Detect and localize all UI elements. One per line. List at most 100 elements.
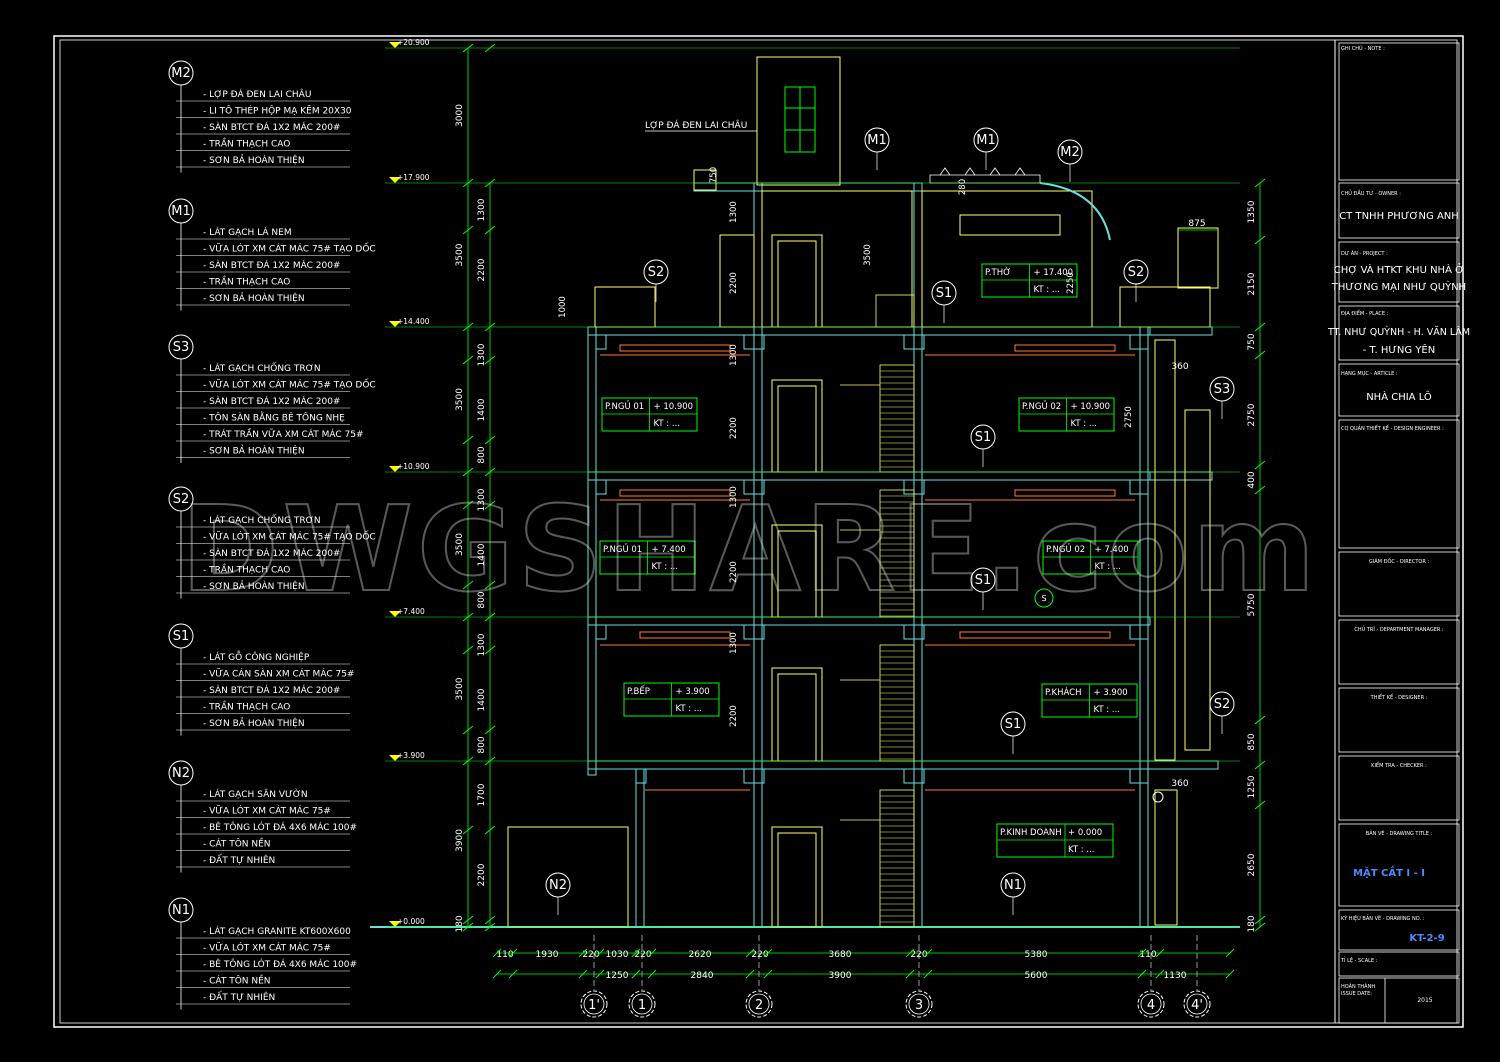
- room-area: KT : ...: [652, 562, 678, 572]
- room-level: + 10.900: [1071, 402, 1111, 412]
- title-block: GHI CHÚ - NOTE :CHỦ ĐẦU TƯ - OWNER :CT T…: [1327, 40, 1470, 1024]
- left-dim-inner: 2200: [477, 258, 487, 281]
- drawing-title-label: BẢN VẼ - DRAWING TITLE :: [1366, 829, 1433, 837]
- level-mark: +7.400: [397, 607, 425, 616]
- level-mark: +20.900: [397, 38, 430, 47]
- issue-date: 2015: [1417, 997, 1432, 1004]
- spec-line: - LÁT GẠCH GRANITE KT600X600: [203, 925, 351, 937]
- roof-material-label: LỢP ĐÁ ĐEN LAI CHÂU: [645, 119, 747, 131]
- callout-bubble: S2: [1128, 265, 1145, 280]
- right-dim: 1350: [1247, 200, 1257, 223]
- room-level: + 3.900: [676, 687, 710, 697]
- left-dim-inner: 1300: [477, 488, 487, 511]
- room-area: KT : ...: [1071, 419, 1097, 429]
- drawing-title: MẶT CẮT I - I: [1353, 864, 1425, 879]
- spec-line: - SƠN BẢ HOÀN THIỆN: [203, 717, 305, 729]
- bottom-dim: 5380: [1025, 950, 1048, 960]
- spec-line: - BÊ TÔNG LÓT ĐÁ 4X6 MÁC 100#: [203, 958, 357, 970]
- left-dim-outer: 3500: [455, 677, 465, 700]
- room-level: + 17.400: [1034, 268, 1074, 278]
- bottom-dim: 1930: [536, 950, 559, 960]
- manager-label: CHỦ TRÌ - DEPARTMENT MANAGER :: [1354, 625, 1444, 633]
- callout-bubble: N1: [1004, 878, 1022, 893]
- inner-dim: 1300: [729, 344, 739, 366]
- left-dim-outer: 3000: [455, 104, 465, 127]
- left-dim-inner: 1300: [477, 198, 487, 221]
- spec-line: - TRẦN THẠCH CAO: [203, 563, 290, 576]
- spec-line: - LÁT GỖ CÔNG NGHIỆP: [203, 650, 310, 663]
- scale-label: TỈ LỆ - SCALE :: [1340, 956, 1378, 964]
- inner-dim: 2750: [1124, 406, 1134, 428]
- date-label: HOÀN THÀNH: [1341, 983, 1375, 990]
- spec-line: - TRẦN THẠCH CAO: [203, 700, 290, 713]
- room-area: KT : ...: [654, 419, 680, 429]
- spec-line: - SƠN BẢ HOÀN THIỆN: [203, 580, 305, 592]
- spec-line: - CÁT TÔN NỀN: [203, 974, 271, 987]
- spec-tag: M2: [171, 66, 191, 81]
- bottom-dim: 2840: [691, 971, 714, 981]
- designer-label: THIẾT KẾ - DESIGNER :: [1370, 693, 1428, 701]
- bottom-dim: 3900: [829, 971, 852, 981]
- bottom-dim: 1250: [606, 971, 629, 981]
- spec-line: - SÀN BTCT ĐÁ 1X2 MÁC 200#: [203, 684, 340, 696]
- room-level: + 3.900: [1094, 688, 1128, 698]
- inner-dim: 1300: [729, 201, 739, 223]
- finish-spec-legend: M2- LỢP ĐÁ ĐEN LAI CHÂU- LI TÔ THÉP HỘP …: [168, 60, 376, 1010]
- inner-dim: 750: [709, 167, 719, 183]
- left-dim-outer: 3900: [455, 829, 465, 852]
- project-line: CHỢ VÀ HTKT KHU NHÀ Ở: [1334, 262, 1464, 276]
- left-dim-inner: 1400: [477, 543, 487, 566]
- room-level: + 0.000: [1068, 828, 1102, 838]
- place-line: - T. HƯNG YÊN: [1363, 343, 1435, 356]
- spec-line: - LÁT GẠCH SÂN VƯỜN: [203, 788, 308, 800]
- outer-frame: [53, 35, 1464, 1028]
- date-label: ISSUE DATE:: [1341, 991, 1372, 997]
- spec-tag: N1: [172, 903, 190, 918]
- drawing-no-label: KÝ HIỆU BẢN VẼ - DRAWING NO. :: [1341, 914, 1425, 922]
- room-name: P.KINH DOANH: [1000, 828, 1062, 838]
- right-dim: 2650: [1247, 853, 1257, 876]
- spec-line: - LÁT GẠCH CHỐNG TRƠN: [203, 361, 321, 374]
- project-line: THƯƠNG MẠI NHƯ QUỲNH: [1331, 280, 1466, 293]
- left-dim-inner: 1400: [477, 398, 487, 421]
- left-dim-inner: 800: [477, 591, 487, 608]
- beams: [595, 334, 1149, 784]
- spec-line: - ĐẤT TỰ NHIÊN: [203, 854, 275, 866]
- spec-line: - TÔN SÀN BẰNG BÊ TÔNG NHẸ: [203, 411, 345, 424]
- room-area: KT : ...: [1034, 285, 1060, 295]
- left-dim-inner: 800: [477, 736, 487, 753]
- callout-bubble: S1: [1005, 717, 1022, 732]
- bottom-dim: 110: [1139, 950, 1156, 960]
- spec-tag: N2: [172, 766, 190, 781]
- room-area: KT : ...: [1068, 845, 1094, 855]
- left-dim-outer: 3500: [455, 388, 465, 411]
- level-mark: +3.900: [397, 751, 425, 760]
- right-dim: 400: [1247, 471, 1257, 488]
- checker-label: KIỂM TRA - CHECKER :: [1371, 761, 1427, 769]
- level-mark: +17.900: [397, 173, 430, 182]
- spec-line: - BÊ TÔNG LÓT ĐÁ 4X6 MÁC 100#: [203, 821, 357, 833]
- bottom-dim: 220: [910, 950, 927, 960]
- spec-line: - SÀN BTCT ĐÁ 1X2 MÁC 200#: [203, 121, 340, 133]
- grid-axis-label: 2: [755, 998, 763, 1013]
- inner-dim: 2200: [729, 272, 739, 294]
- spec-line: - VỮA LÓT XM CÁT MÁC 75#: [203, 805, 331, 817]
- spec-line: - SÀN BTCT ĐÁ 1X2 MÁC 200#: [203, 547, 340, 559]
- design-label: CQ QUẢN THIẾT KẾ - DESIGN ENGINEER :: [1341, 424, 1444, 432]
- callout-bubble: M2: [1060, 145, 1080, 160]
- spec-line: - LÁT GẠCH LÁ NEM: [203, 226, 292, 238]
- room-area: KT : ...: [1095, 562, 1121, 572]
- room-name: P.NGỦ 01: [605, 400, 644, 412]
- grid-axis-label: 1: [638, 998, 646, 1013]
- note-label: GHI CHÚ - NOTE :: [1341, 45, 1385, 52]
- bottom-dim: 110: [496, 950, 513, 960]
- inner-dim: 2200: [729, 561, 739, 583]
- spec-line: - LI TÔ THÉP HỘP MẠ KẼM 20X30: [203, 105, 352, 117]
- inner-dim: 3500: [863, 244, 873, 266]
- room-name: P.NGỦ 02: [1046, 543, 1085, 555]
- spec-line: - VỮA LÓT XM CÁT MÁC 75# TẠO DỐC: [203, 378, 376, 391]
- article-name: NHÀ CHIA LÔ: [1366, 390, 1432, 403]
- spec-line: - VỮA LÓT XM CÁT MÁC 75# TẠO DỐC: [203, 242, 376, 255]
- callout-bubble: S3: [1214, 382, 1231, 397]
- right-dim: 850: [1247, 733, 1257, 750]
